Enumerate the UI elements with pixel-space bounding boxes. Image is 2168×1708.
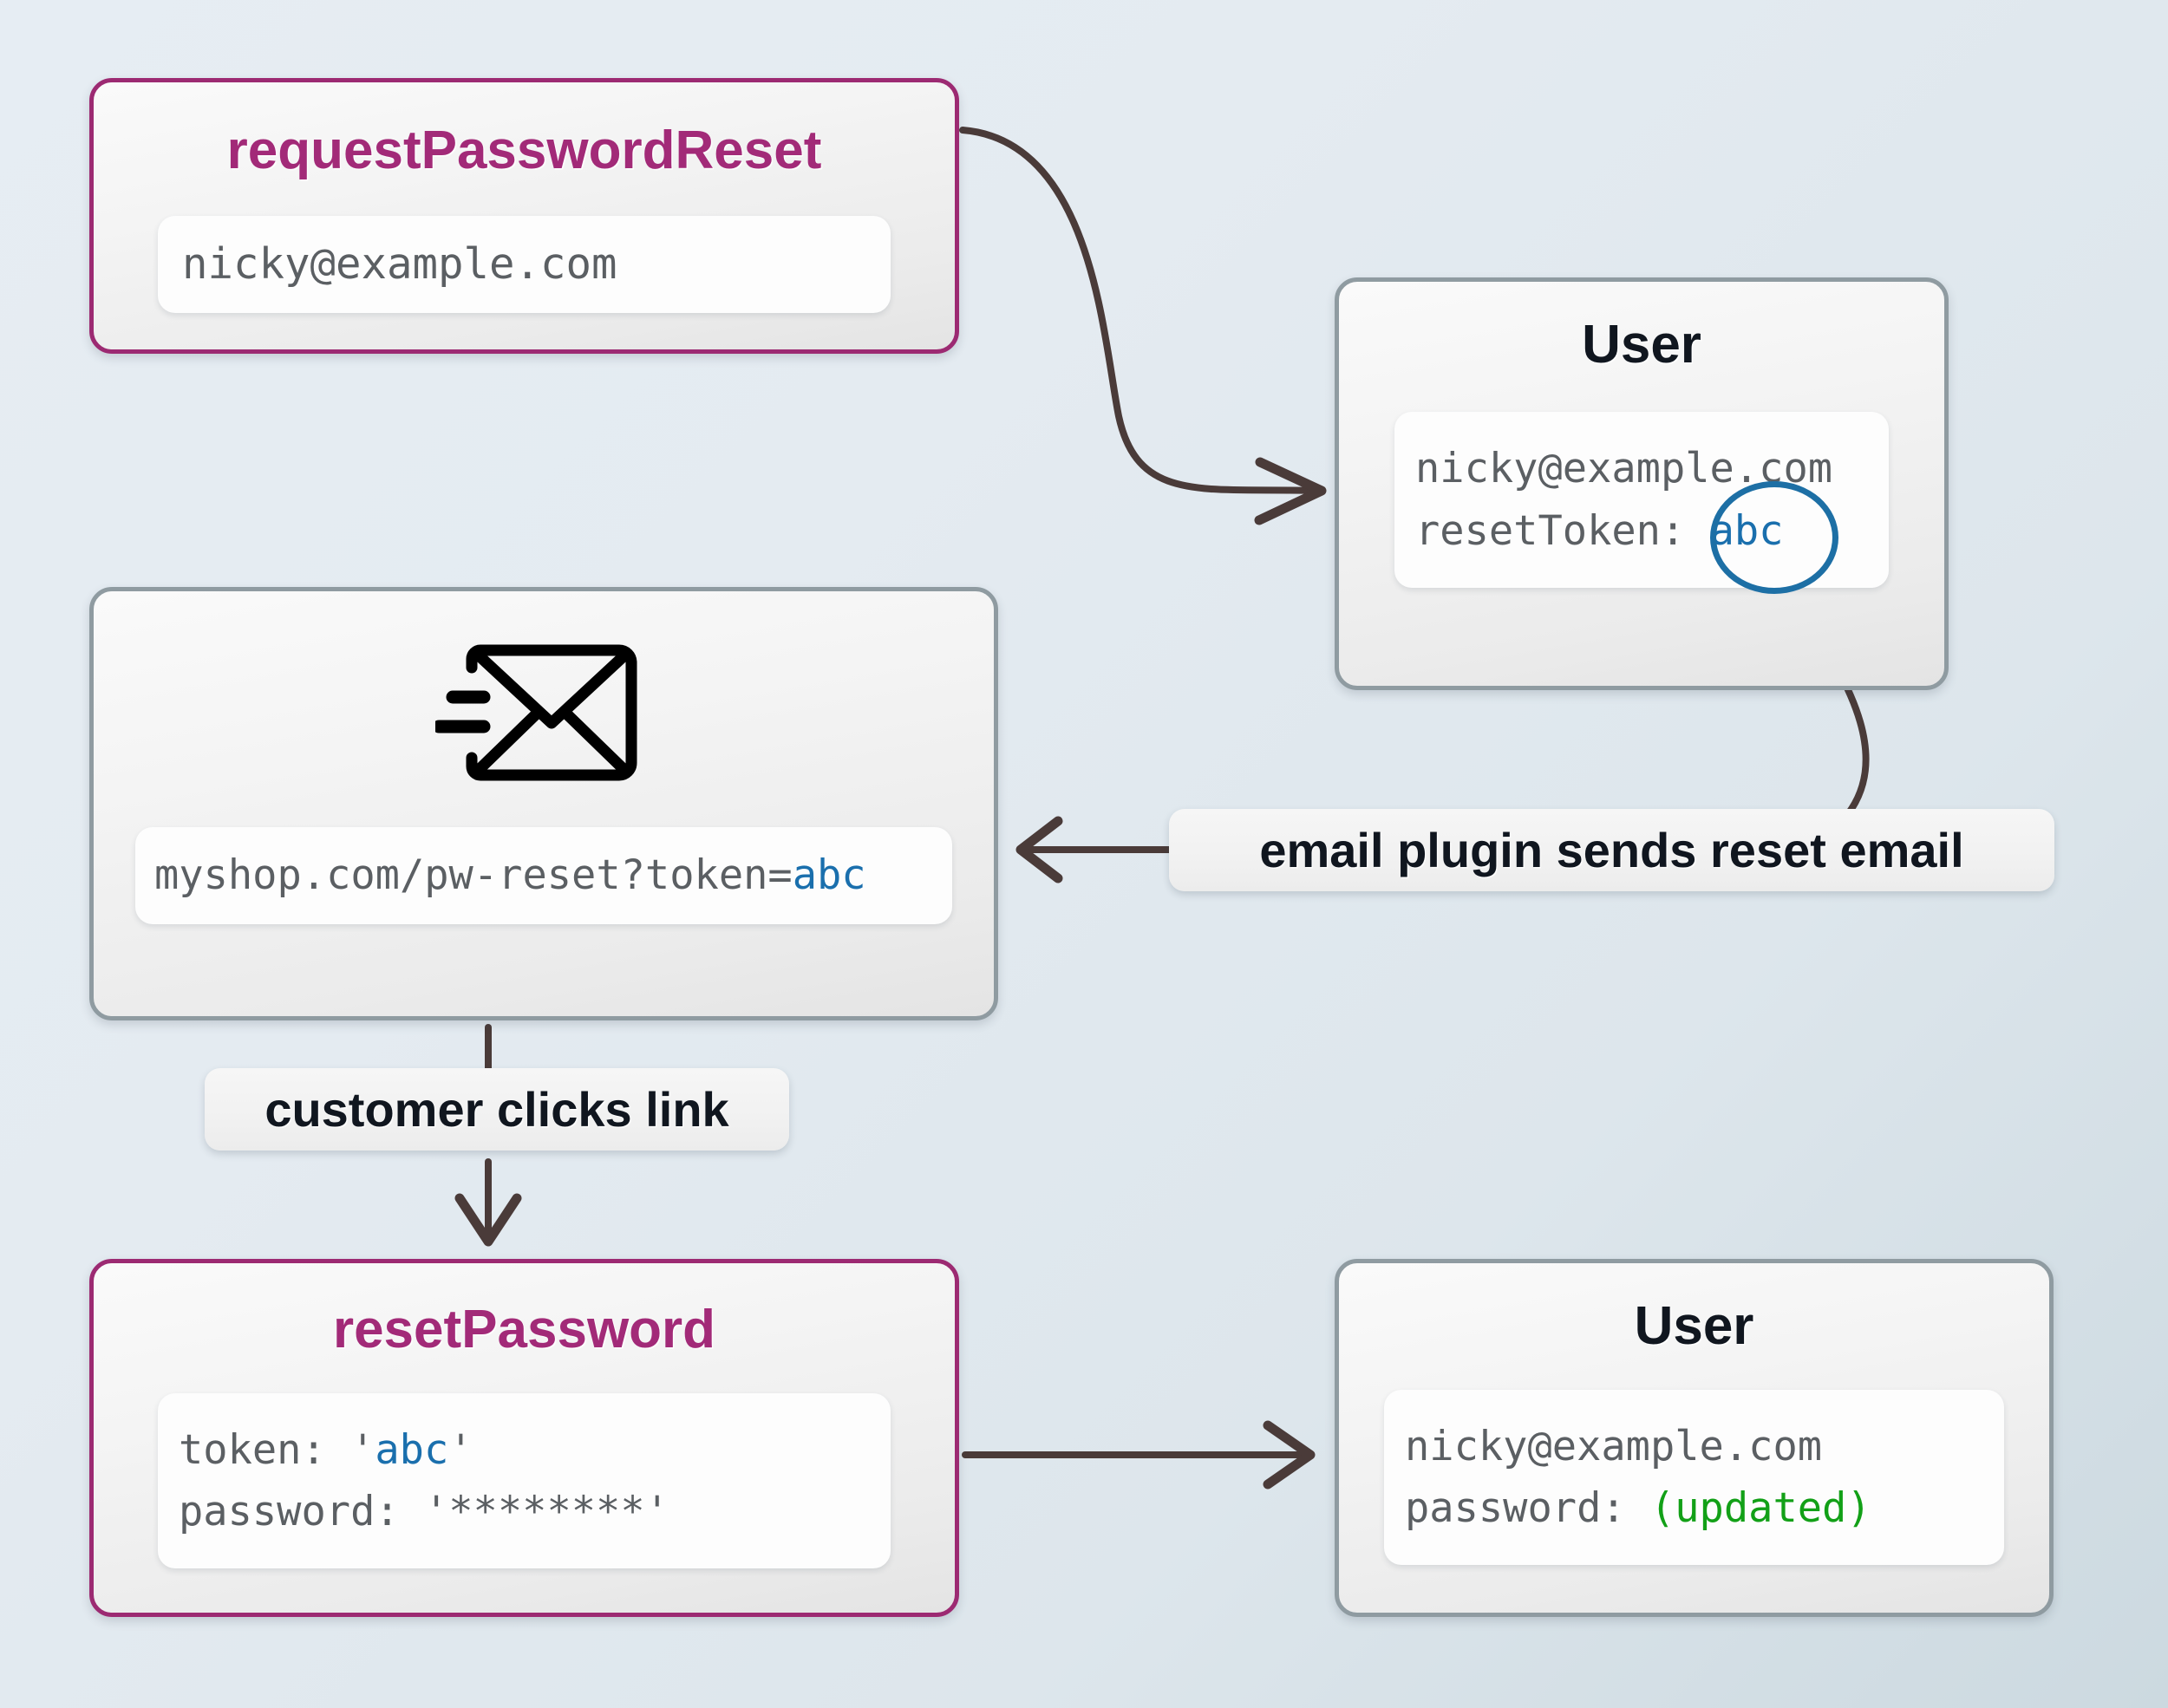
node-request-password-reset[interactable]: requestPasswordReset nicky@example.com [89, 78, 959, 354]
field-reset-link[interactable]: myshop.com/pw-reset?token=abc [135, 827, 952, 924]
field-value-email: nicky@example.com [182, 238, 617, 289]
field-value-user-password: (updated) [1649, 1484, 1871, 1532]
node-user-updated[interactable]: User nicky@example.com password: (update… [1335, 1259, 2054, 1617]
field-row-reset-token: resetToken: abc [1415, 500, 1868, 562]
edge-plugin-to-email [1015, 816, 1172, 883]
field-row-password: password: '********' [179, 1488, 669, 1535]
field-request-email: nicky@example.com [158, 216, 891, 313]
edge-reset-to-user [962, 1420, 1316, 1490]
field-value-reset-token: abc [1709, 506, 1784, 555]
field-label-reset-token: resetToken: [1415, 506, 1686, 555]
node-title-user-token: User [1582, 315, 1701, 375]
field-label-user-password: password: [1405, 1484, 1626, 1532]
edge-label-email-plugin: email plugin sends reset email [1169, 809, 2054, 891]
envelope-send-icon [435, 643, 652, 782]
node-user-with-token[interactable]: User nicky@example.com resetToken: abc [1335, 277, 1949, 690]
field-label-token: token: [179, 1425, 326, 1474]
quote-close: ' [448, 1425, 473, 1474]
field-row-reset-link: myshop.com/pw-reset?token=abc [154, 844, 933, 906]
field-value-reset-url: myshop.com/pw-reset?token= [154, 851, 793, 900]
field-row-token: token: 'abc' [179, 1419, 870, 1481]
edge-label-to-reset [454, 1158, 522, 1247]
field-user-token-panel: nicky@example.com resetToken: abc [1394, 412, 1889, 588]
node-reset-password[interactable]: resetPassword token: 'abc' password: '**… [89, 1259, 959, 1617]
edge-label-email-plugin-text: email plugin sends reset email [1259, 823, 1964, 877]
edge-label-customer-clicks: customer clicks link [205, 1068, 789, 1151]
edge-label-customer-clicks-text: customer clicks link [264, 1082, 729, 1137]
field-value-reset-url-token: abc [792, 851, 866, 900]
edge-request-to-user [959, 127, 1327, 525]
field-value-token: abc [375, 1425, 449, 1474]
node-title-reset-password: resetPassword [332, 1300, 716, 1359]
node-title-request-password-reset: requestPasswordReset [226, 121, 822, 180]
field-row-user-password: password: (updated) [1405, 1477, 1983, 1539]
field-user-updated-panel: nicky@example.com password: (updated) [1384, 1390, 2004, 1565]
field-value-user-email: nicky@example.com [1415, 445, 1833, 493]
field-reset-password-panel: token: 'abc' password: '********' [158, 1393, 891, 1568]
field-value-user-updated-email: nicky@example.com [1405, 1422, 1823, 1470]
quote-open: ' [325, 1425, 375, 1474]
node-reset-email[interactable]: myshop.com/pw-reset?token=abc [89, 587, 998, 1020]
node-title-user-updated: User [1634, 1296, 1754, 1356]
